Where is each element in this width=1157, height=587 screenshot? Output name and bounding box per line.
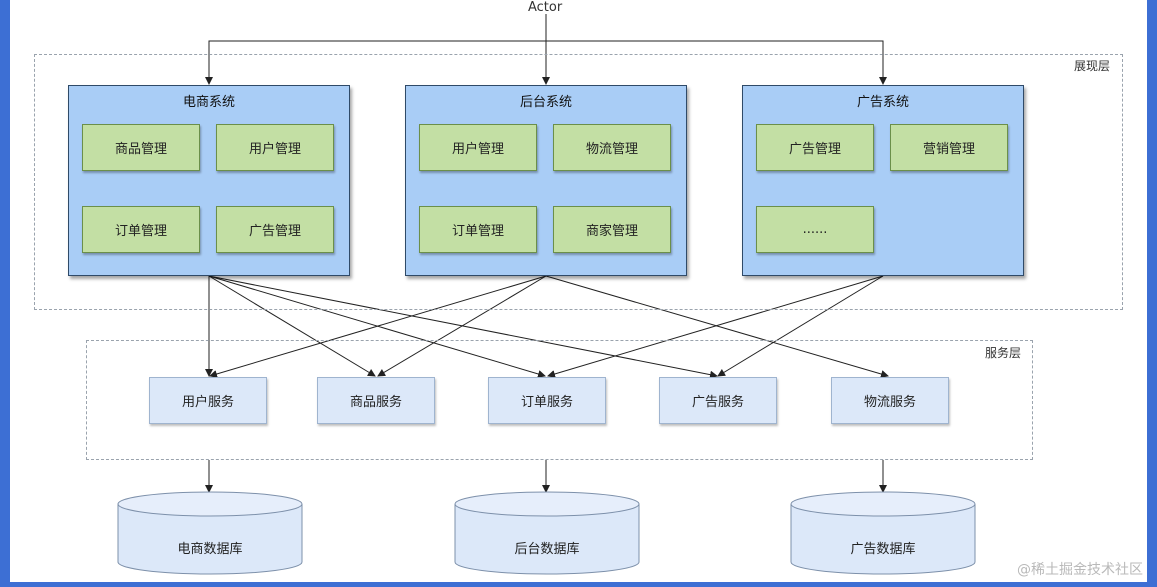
ecommerce-to-product-service <box>208 275 376 377</box>
module-order-management[interactable]: 订单管理 <box>82 206 200 253</box>
database-cylinder-ecommerce <box>117 491 303 575</box>
module-user-management[interactable]: 用户管理 <box>419 124 537 171</box>
service-ad[interactable]: 广告服务 <box>659 377 777 424</box>
module-logistics-management[interactable]: 物流管理 <box>553 124 671 171</box>
actor-branch-line <box>208 40 884 84</box>
module-ad-management[interactable]: 广告管理 <box>756 124 874 171</box>
module-user-management[interactable]: 用户管理 <box>216 124 334 171</box>
system-title: 电商系统 <box>182 95 235 110</box>
ecommerce-to-ad-service <box>208 275 718 379</box>
module-more[interactable]: ...... <box>756 206 874 253</box>
system-ecommerce[interactable]: 电商系统 商品管理 用户管理 订单管理 广告管理 <box>68 85 350 276</box>
system-backend[interactable]: 后台系统 用户管理 物流管理 订单管理 商家管理 <box>405 85 687 276</box>
actor-label: Actor <box>528 0 563 15</box>
ad-to-ad-service <box>717 275 884 377</box>
service-layer-label: 服务层 <box>985 346 1022 360</box>
database-cylinder-ad <box>790 491 976 575</box>
module-marketing-management[interactable]: 营销管理 <box>890 124 1008 171</box>
presentation-layer <box>34 54 1123 310</box>
service-layer <box>86 340 1033 460</box>
service-order[interactable]: 订单服务 <box>488 377 606 424</box>
module-order-management[interactable]: 订单管理 <box>419 206 537 253</box>
backend-to-user-service <box>209 275 547 378</box>
database-label-ad: 广告数据库 <box>850 542 916 557</box>
backend-to-product-service <box>377 275 547 377</box>
database-label-ecommerce: 电商数据库 <box>177 542 243 557</box>
system-title: 广告系统 <box>856 95 909 110</box>
ad-to-order-service <box>547 275 884 378</box>
service-user[interactable]: 用户服务 <box>149 377 267 424</box>
module-ad-management[interactable]: 广告管理 <box>216 206 334 253</box>
system-title: 后台系统 <box>519 95 572 110</box>
module-merchant-management[interactable]: 商家管理 <box>553 206 671 253</box>
service-logistics[interactable]: 物流服务 <box>831 377 949 424</box>
presentation-layer-label: 展现层 <box>1074 59 1111 73</box>
database-cylinder-backend <box>454 491 640 575</box>
system-ad[interactable]: 广告系统 广告管理 营销管理 ...... <box>742 85 1024 276</box>
service-product[interactable]: 商品服务 <box>317 377 435 424</box>
module-product-management[interactable]: 商品管理 <box>82 124 200 171</box>
database-label-backend: 后台数据库 <box>514 542 580 557</box>
watermark-text: @稀土掘金技术社区 <box>1017 562 1143 578</box>
